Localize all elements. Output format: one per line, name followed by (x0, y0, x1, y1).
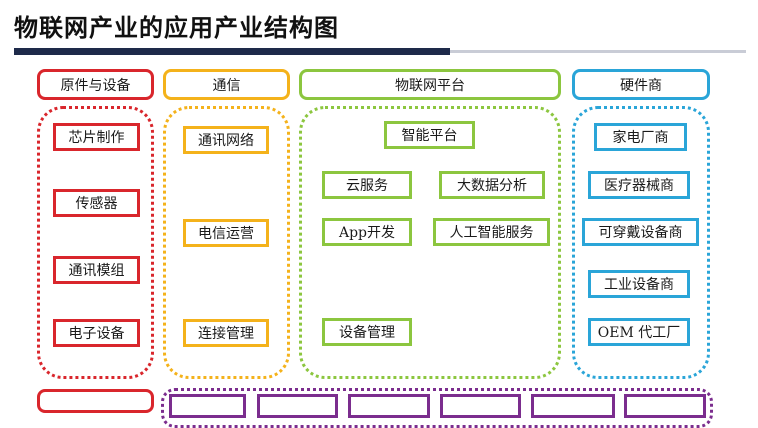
bottom-box-2 (257, 394, 338, 418)
item-app-dev: App开发 (322, 218, 412, 246)
bottom-box-6 (624, 394, 706, 418)
page-title: 物联网产业的应用产业结构图 (14, 13, 339, 42)
item-oem-factory: OEM 代工厂 (588, 318, 690, 346)
region-hardware (572, 106, 710, 379)
item-telecom-operation: 电信运营 (183, 219, 269, 247)
item-connection-mgmt: 连接管理 (183, 319, 269, 347)
item-comm-module: 通讯模组 (53, 256, 140, 284)
item-comm-network: 通讯网络 (183, 126, 269, 154)
bottom-box-1 (169, 394, 246, 418)
title-rule-light (450, 50, 746, 53)
region-materials (37, 106, 154, 379)
item-wearable-maker: 可穿戴设备商 (582, 218, 699, 246)
bottom-header-left (37, 389, 154, 413)
item-chip-making: 芯片制作 (53, 123, 140, 151)
header-comms: 通信 (163, 69, 290, 100)
item-big-data: 大数据分析 (439, 171, 545, 199)
region-comms (163, 106, 290, 379)
bottom-box-3 (348, 394, 430, 418)
item-medical-device-maker: 医疗器械商 (588, 171, 690, 199)
item-sensor: 传感器 (53, 189, 140, 217)
header-platform: 物联网平台 (299, 69, 561, 100)
header-materials: 原件与设备 (37, 69, 154, 100)
item-cloud-service: 云服务 (322, 171, 412, 199)
item-device-mgmt: 设备管理 (322, 318, 412, 346)
item-electronic-device: 电子设备 (53, 319, 140, 347)
item-appliance-maker: 家电厂商 (594, 123, 687, 151)
bottom-box-5 (531, 394, 615, 418)
item-smart-platform: 智能平台 (384, 121, 475, 149)
region-platform (299, 106, 561, 379)
item-ai-service: 人工智能服务 (433, 218, 550, 246)
bottom-box-4 (440, 394, 521, 418)
header-hardware: 硬件商 (572, 69, 710, 100)
title-rule-dark (14, 48, 450, 55)
item-industrial-equipment-maker: 工业设备商 (588, 270, 690, 298)
